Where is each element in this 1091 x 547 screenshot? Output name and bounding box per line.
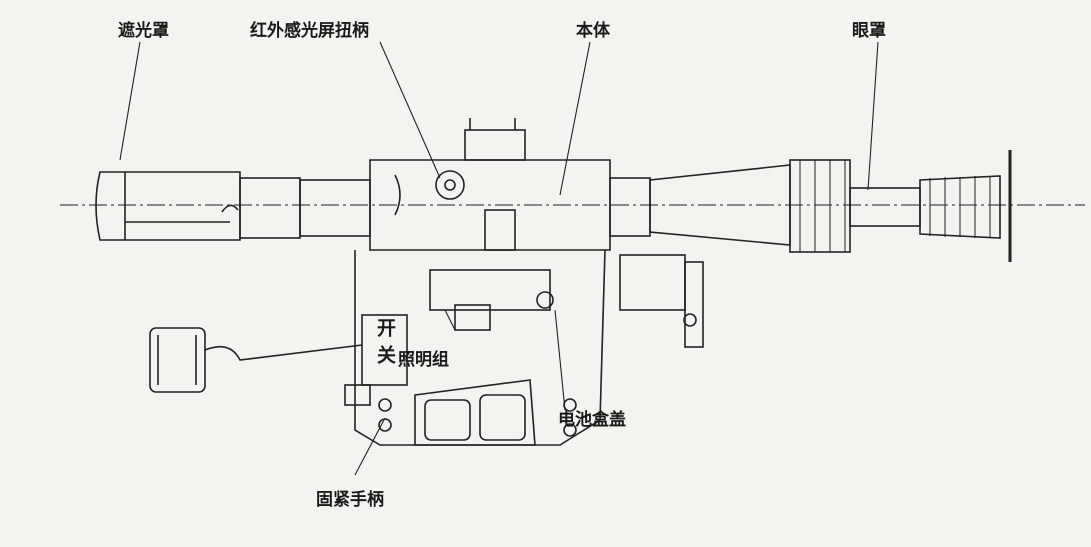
cable-coil xyxy=(149,327,363,393)
label-lens-hood: 遮光罩 xyxy=(118,21,169,41)
lens-hood-shape xyxy=(95,171,371,241)
label-battery-cover: 电池盒盖 xyxy=(558,410,626,430)
body-shape xyxy=(369,118,611,251)
label-ir-screen-knob: 红外感光屏扭柄 xyxy=(250,21,369,41)
label-eyecup: 眼罩 xyxy=(852,21,886,41)
label-switch: 开关 xyxy=(374,318,396,372)
label-body: 本体 xyxy=(576,21,610,41)
label-illumination-group: 照明组 xyxy=(398,350,449,370)
label-clamp-handle: 固紧手柄 xyxy=(316,490,384,510)
mount-shape xyxy=(344,249,704,446)
leader-lines xyxy=(119,41,879,476)
eyepiece-shape xyxy=(609,150,1012,262)
